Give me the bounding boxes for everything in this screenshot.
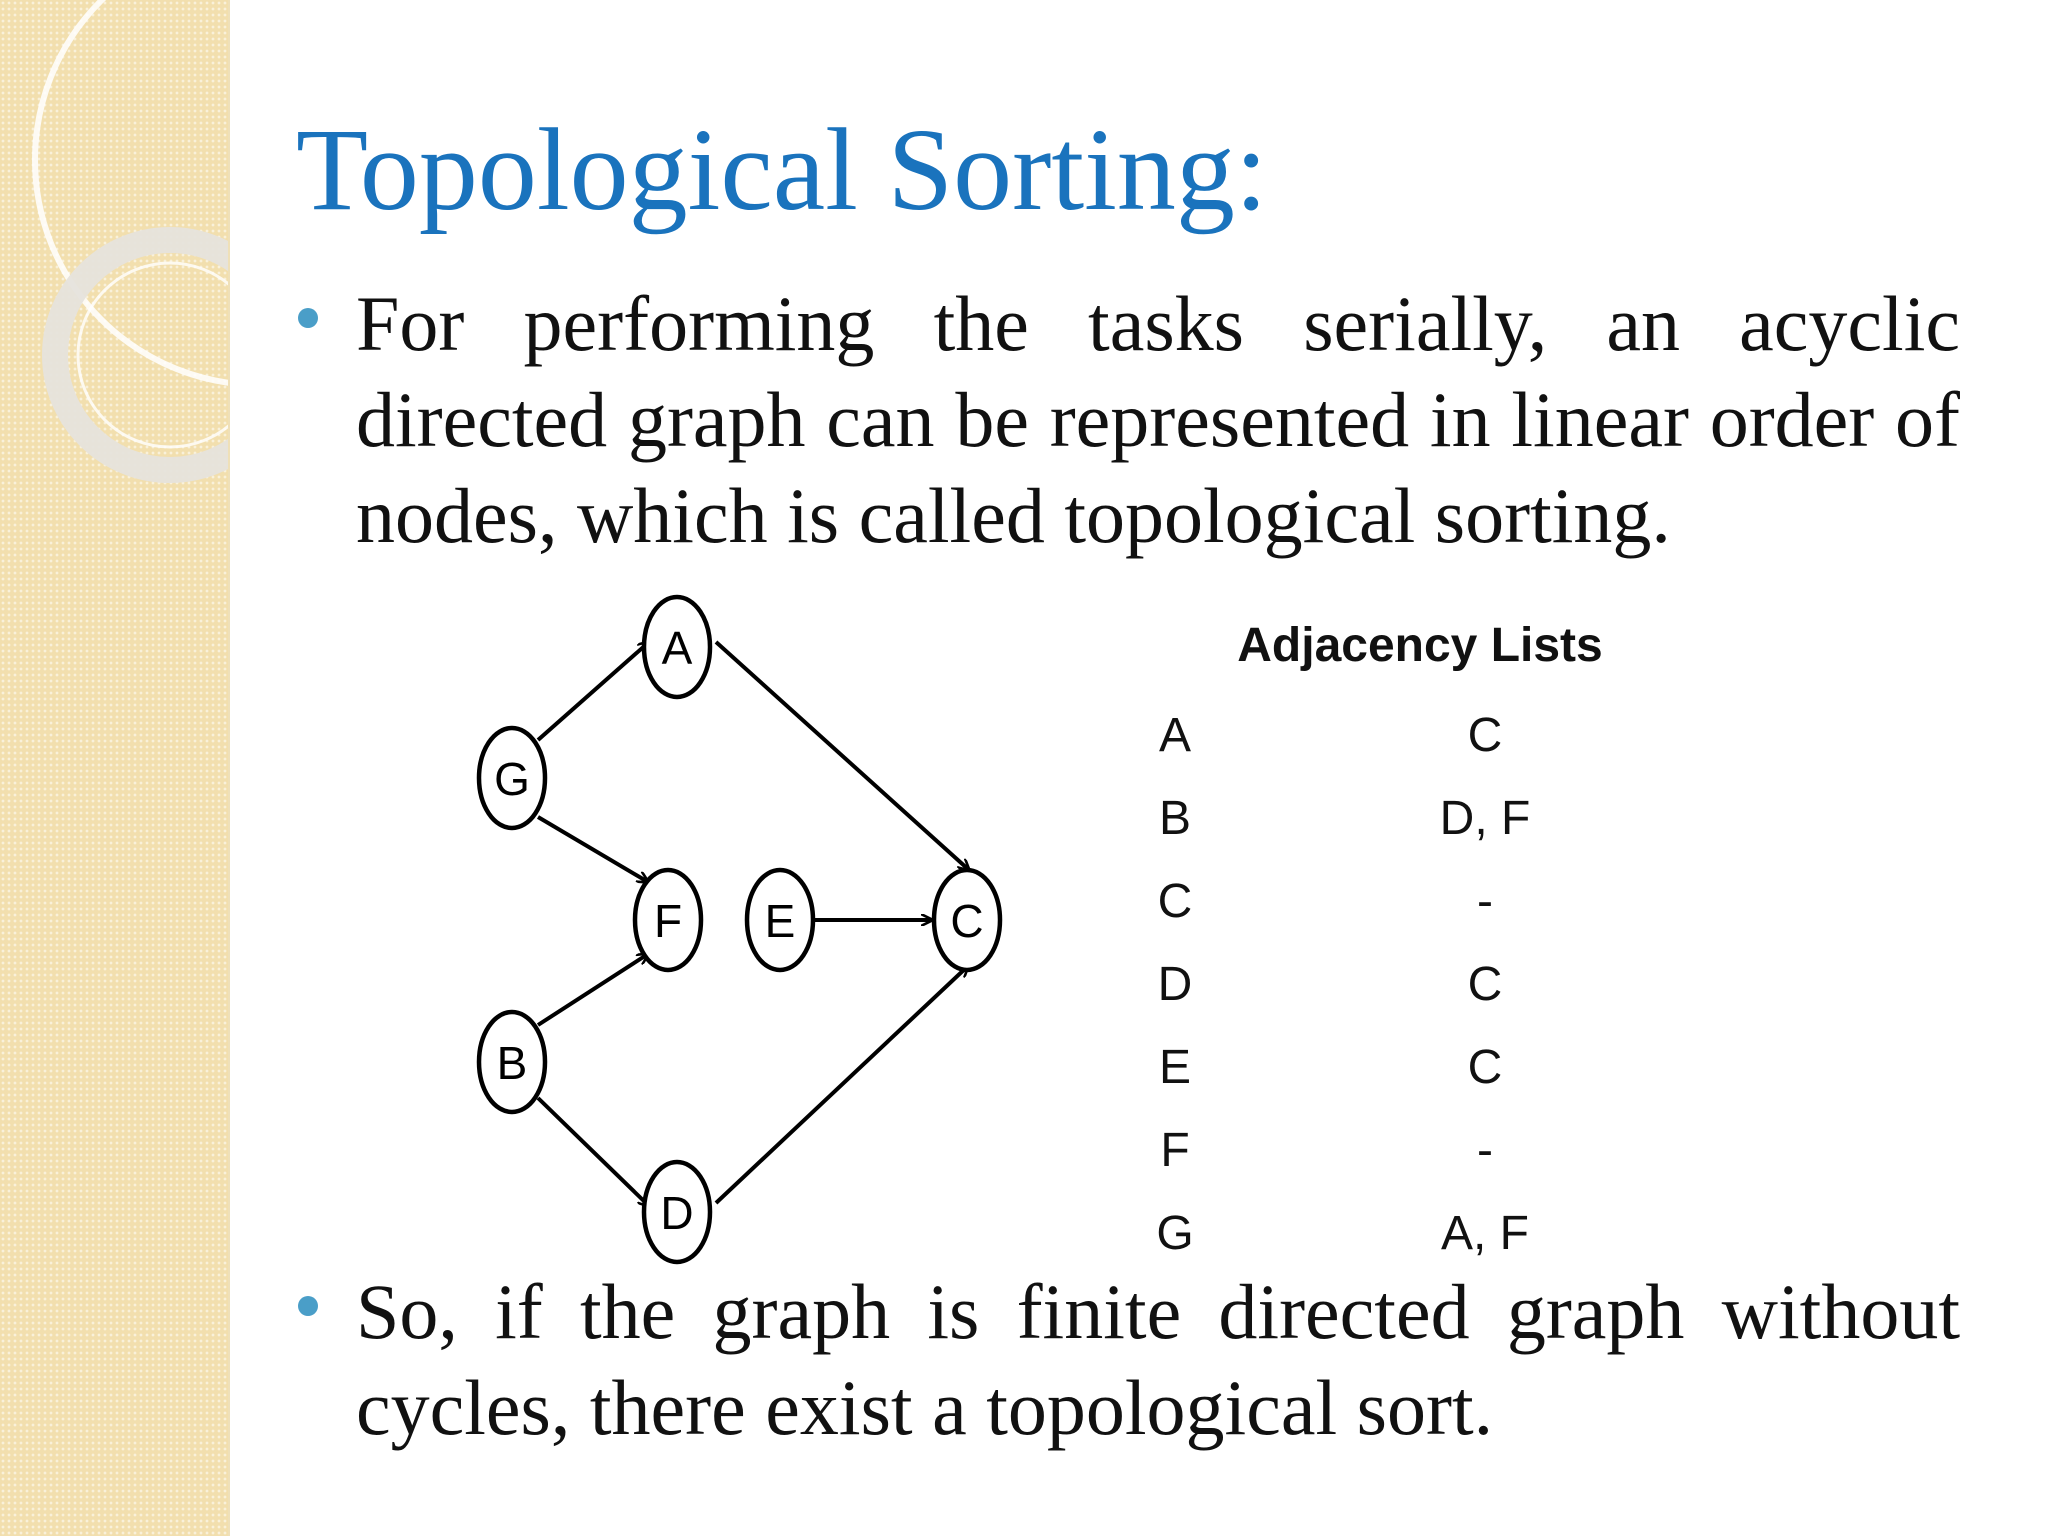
adjacency-node: C	[1125, 874, 1225, 930]
edge-b-f	[538, 954, 648, 1025]
edge-b-d	[538, 1098, 649, 1206]
adjacency-list: -	[1385, 1123, 1585, 1179]
svg-text:G: G	[494, 753, 530, 805]
edge-g-a	[538, 642, 649, 740]
node-b: B	[479, 1012, 545, 1112]
edge-g-f	[538, 817, 648, 882]
node-g: G	[479, 728, 545, 828]
directed-graph-diagram: A G F E C B D	[0, 0, 1100, 1300]
svg-text:A: A	[662, 622, 693, 674]
bullet-icon	[298, 1296, 318, 1316]
node-a: A	[644, 597, 710, 697]
adjacency-lists-title: Adjacency Lists	[1180, 618, 1660, 673]
adjacency-node: F	[1125, 1123, 1225, 1179]
adjacency-list: A, F	[1385, 1206, 1585, 1262]
adjacency-node: D	[1125, 957, 1225, 1013]
graph-nodes: A G F E C B D	[479, 597, 1000, 1262]
adjacency-list: -	[1385, 874, 1585, 930]
adjacency-list: D, F	[1385, 791, 1585, 847]
svg-text:D: D	[660, 1187, 693, 1239]
node-e: E	[747, 870, 813, 970]
adjacency-node: B	[1125, 791, 1225, 847]
node-d: D	[644, 1162, 710, 1262]
node-f: F	[635, 870, 701, 970]
adjacency-list: C	[1385, 708, 1585, 764]
adjacency-node: G	[1125, 1206, 1225, 1262]
node-c: C	[934, 870, 1000, 970]
bullet-text-2: So, if the graph is finite directed grap…	[356, 1264, 1960, 1456]
svg-text:F: F	[654, 895, 682, 947]
edge-d-c	[716, 966, 968, 1203]
adjacency-node: A	[1125, 708, 1225, 764]
adjacency-list: C	[1385, 1040, 1585, 1096]
svg-text:C: C	[950, 895, 983, 947]
svg-text:B: B	[497, 1037, 528, 1089]
adjacency-list: C	[1385, 957, 1585, 1013]
edge-a-c	[716, 642, 969, 870]
svg-text:E: E	[765, 895, 796, 947]
adjacency-node: E	[1125, 1040, 1225, 1096]
